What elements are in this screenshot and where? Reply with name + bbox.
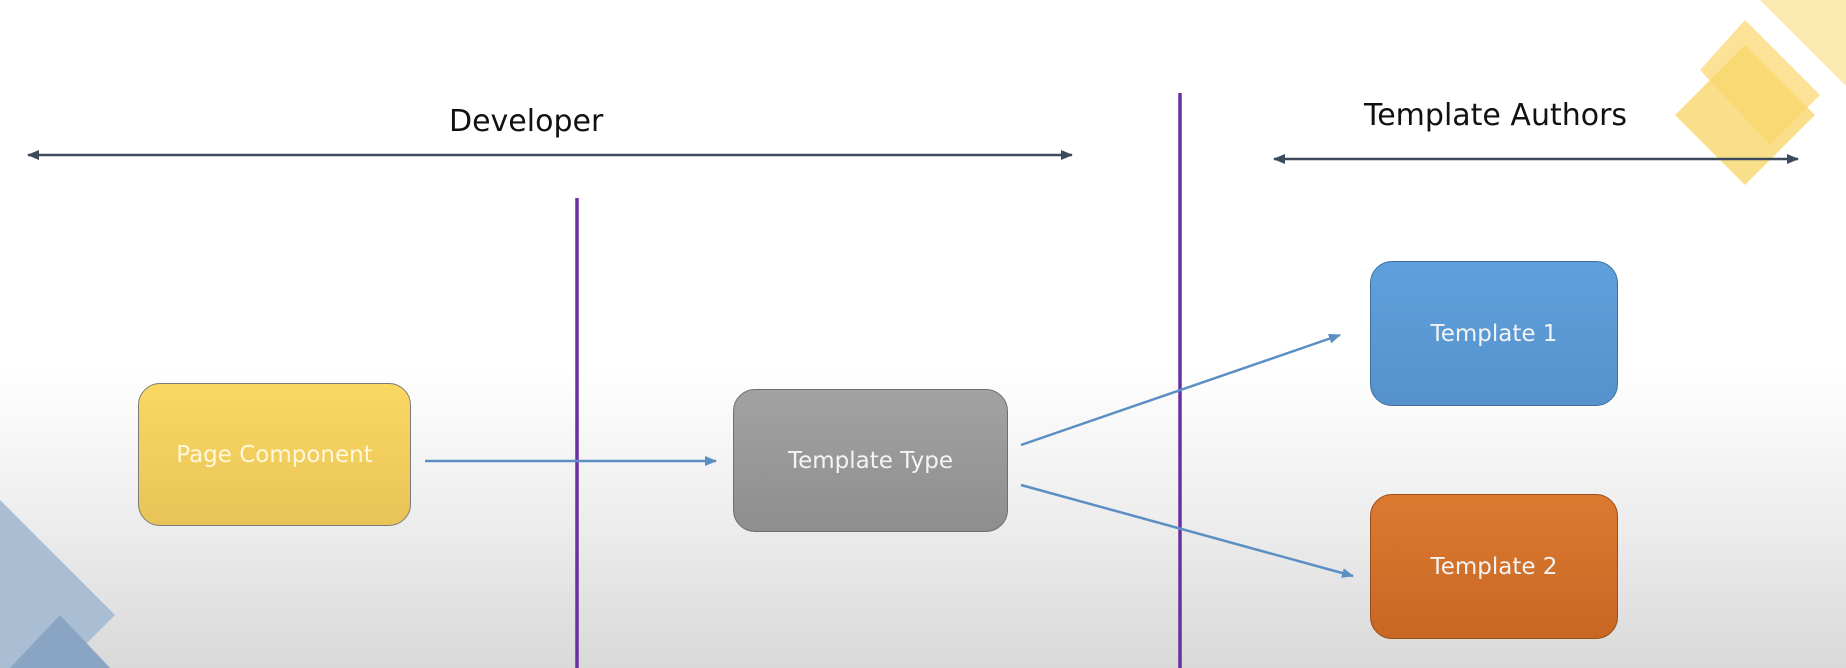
developer-label: Developer [449, 104, 604, 139]
template-type-label: Template Type [787, 447, 954, 474]
template-1-box: Template 1 [1370, 261, 1618, 406]
page-component-box: Page Component [138, 383, 411, 526]
template-type-box: Template Type [733, 389, 1008, 532]
arrow-type-to-template2 [1020, 483, 1354, 578]
template-1-label: Template 1 [1430, 320, 1558, 347]
template-2-box: Template 2 [1370, 494, 1618, 639]
decor-bottom-left [0, 500, 115, 668]
arrow-type-to-template1 [1020, 333, 1341, 447]
template-2-label: Template 2 [1430, 553, 1558, 580]
page-component-label: Page Component [176, 441, 373, 468]
template-authors-label: Template Authors [1364, 98, 1628, 133]
decor-top-right [1675, 0, 1846, 185]
